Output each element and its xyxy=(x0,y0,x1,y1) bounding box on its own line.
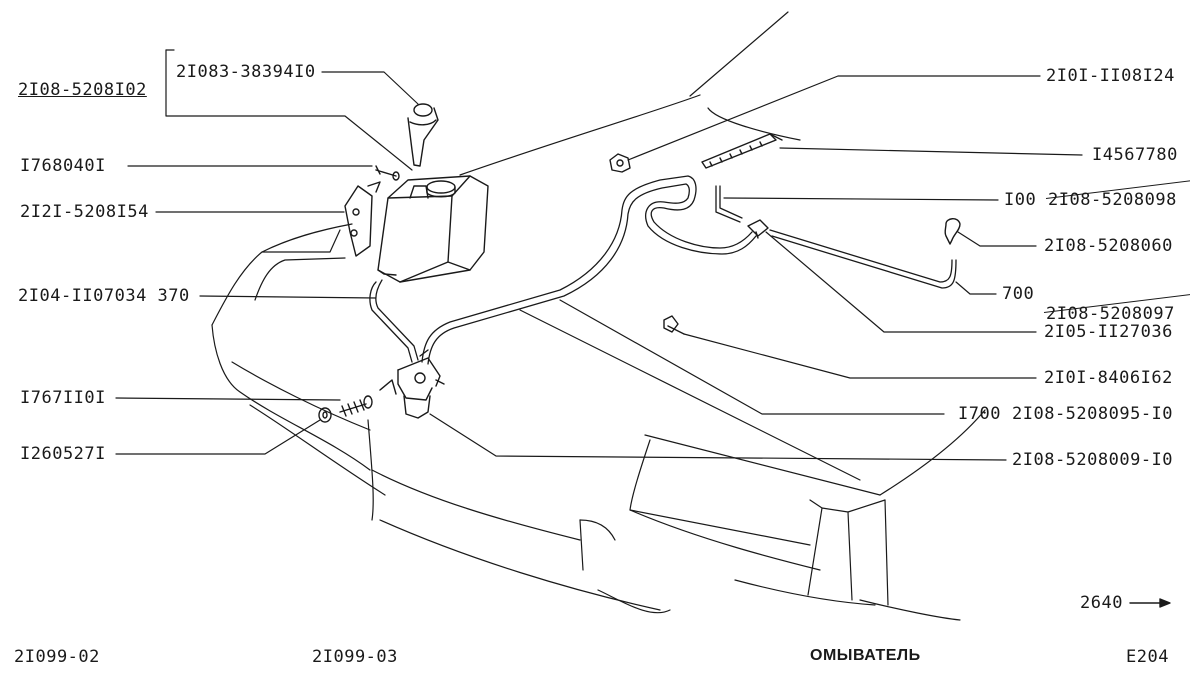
label-filler-cap: 2I083-38394I0 xyxy=(176,62,316,82)
footer-title: ОМЫВАТЕЛЬ xyxy=(810,647,921,664)
label-cable-tie: I4567780 xyxy=(1092,145,1178,165)
label-tee: 2I05-II27036 xyxy=(1044,322,1173,342)
footer-model-center: 2I099-03 xyxy=(312,647,398,667)
next-page-number: 2640 xyxy=(1080,593,1123,613)
label-hose-100-length: I00 xyxy=(1004,190,1037,210)
label-group-code: 2I08-5208I02 xyxy=(18,80,147,100)
label-nut: I260527I xyxy=(20,444,106,464)
label-hose-100-code: 2I08-5208098 xyxy=(1048,190,1190,210)
label-hose-1700-length: I700 xyxy=(958,404,1001,424)
cable-tie-drawing xyxy=(701,133,783,169)
filler-cap-drawing xyxy=(407,103,439,167)
pump-screw-drawing xyxy=(318,395,373,423)
car-body-outline xyxy=(211,11,986,621)
pump-drawing xyxy=(379,349,445,419)
label-pump-screw: I767II0I xyxy=(20,388,106,408)
label-hose-1700-code: 2I08-5208095-I0 xyxy=(1012,404,1174,424)
nozzle-drawing xyxy=(944,218,961,245)
tee-drawing xyxy=(747,219,769,239)
label-bracket: 2I2I-5208I54 xyxy=(20,202,149,222)
label-short-hose: 2I04-II07034 370 xyxy=(18,286,190,306)
plug-drawing xyxy=(609,153,631,173)
clip-drawing xyxy=(663,315,685,335)
footer-page-number: E204 xyxy=(1126,647,1169,667)
washer-tank-drawing xyxy=(377,175,489,283)
bracket-drawing xyxy=(344,185,373,257)
footer-model-left: 2I099-02 xyxy=(14,647,100,667)
label-pump: 2I08-5208009-I0 xyxy=(1012,450,1174,470)
label-plug: 2I0I-II08I24 xyxy=(1046,66,1175,86)
label-hose-700-length: 700 xyxy=(1002,284,1035,304)
label-hose-700-code: 2I08-5208097 xyxy=(1046,304,1190,324)
tank-screw-drawing xyxy=(367,165,400,193)
label-tank-screw: I768040I xyxy=(20,156,106,176)
leader-lines xyxy=(115,49,1083,461)
hose-lines xyxy=(369,175,957,365)
label-nozzle: 2I08-5208060 xyxy=(1044,236,1173,256)
label-clip: 2I0I-8406I62 xyxy=(1044,368,1173,388)
next-page-arrow-icon xyxy=(1129,598,1171,608)
